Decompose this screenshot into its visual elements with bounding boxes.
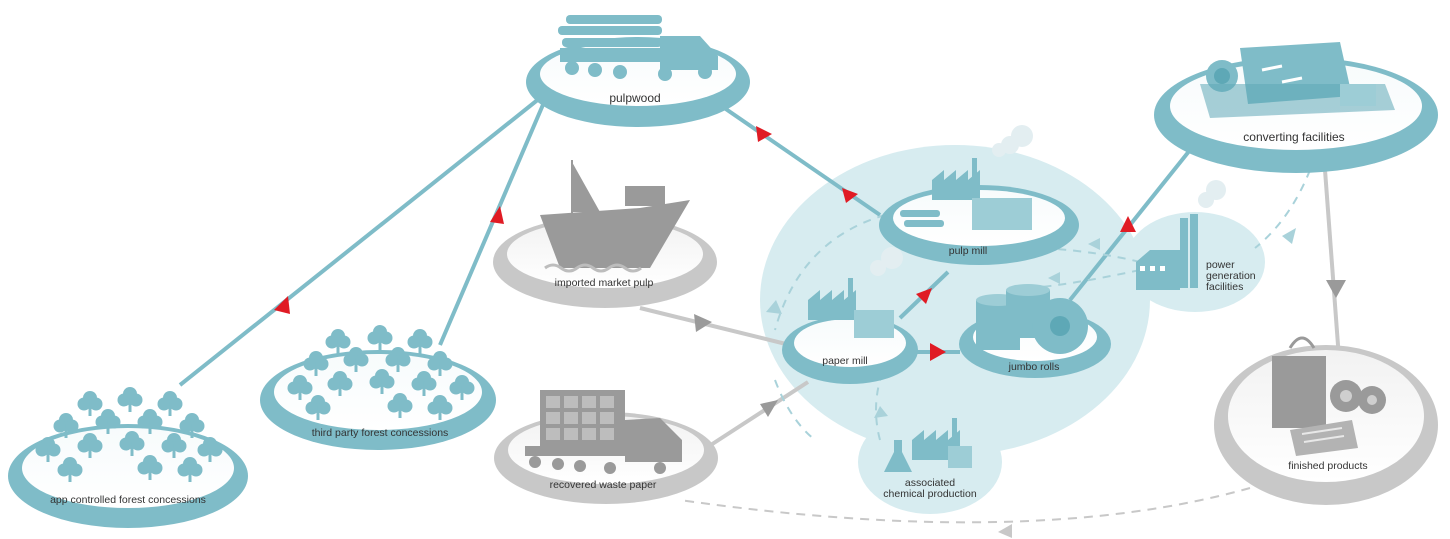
power-label-line-3: facilities bbox=[1206, 281, 1243, 293]
pulpwood-node[interactable]: pulpwood bbox=[526, 15, 750, 127]
app-forest-label: app controlled forest concessions bbox=[50, 494, 206, 506]
flow-third-party-to-pulpwood bbox=[438, 99, 547, 346]
jumbo-rolls-node[interactable]: jumbo rolls bbox=[959, 284, 1111, 378]
flow-imported-pulp-to-paper-mill bbox=[639, 306, 791, 347]
arrow-grey-imported bbox=[694, 314, 712, 332]
power-label-line-2: generation bbox=[1206, 270, 1256, 282]
finished-products-label: finished products bbox=[1288, 460, 1367, 472]
app-forest-node[interactable]: app controlled forest concessions bbox=[8, 387, 248, 528]
arrow-grey-waste bbox=[760, 400, 778, 417]
pulp-mill-label: pulp mill bbox=[949, 245, 988, 257]
converting-machine-icon bbox=[1200, 42, 1395, 118]
log-truck-icon bbox=[558, 15, 718, 81]
third-party-forest-label: third party forest concessions bbox=[312, 427, 449, 439]
finished-products-node[interactable]: finished products bbox=[1214, 336, 1438, 505]
flow-finished-to-waste-paper bbox=[679, 487, 1251, 524]
imported-market-pulp-node[interactable]: imported market pulp bbox=[493, 160, 717, 308]
arrow-grey-dashed bbox=[998, 524, 1012, 538]
jumbo-rolls-label: jumbo rolls bbox=[1008, 361, 1060, 373]
flow-arrows bbox=[274, 126, 1346, 538]
pulpwood-label: pulpwood bbox=[609, 91, 660, 105]
arrow-red-converting bbox=[1120, 216, 1136, 232]
paper-rolls-icon bbox=[976, 284, 1088, 354]
factory-icon bbox=[900, 125, 1033, 230]
power-generation-node[interactable]: power generation facilities bbox=[1136, 180, 1256, 293]
paper-mill-label: paper mill bbox=[822, 355, 868, 367]
imported-market-pulp-label: imported market pulp bbox=[555, 277, 654, 289]
flow-converting-to-finished bbox=[1323, 169, 1342, 373]
power-label-line-1: power bbox=[1206, 259, 1235, 271]
flow-waste-paper-to-paper-mill bbox=[698, 380, 810, 454]
arrow-red-paper-mill bbox=[916, 288, 932, 304]
arrow-red-pulpwood bbox=[756, 126, 772, 142]
arrow-red-jumbo bbox=[930, 343, 946, 361]
flow-lines bbox=[178, 96, 1342, 524]
third-party-forest-node[interactable]: third party forest concessions bbox=[260, 325, 496, 450]
cargo-ship-icon bbox=[540, 160, 690, 273]
chemical-label-line-1: associated bbox=[905, 477, 955, 489]
shopping-bag-icon bbox=[1272, 336, 1386, 456]
chemical-label-line-2: chemical production bbox=[883, 488, 977, 500]
converting-facilities-node[interactable]: converting facilities bbox=[1154, 42, 1438, 173]
power-plant-icon bbox=[1136, 180, 1226, 290]
flow-app-forest-to-pulpwood bbox=[178, 96, 542, 387]
recovered-waste-paper-node[interactable]: recovered waste paper bbox=[494, 390, 718, 504]
arrow-grey-finished bbox=[1326, 280, 1346, 298]
recovered-waste-paper-label: recovered waste paper bbox=[550, 479, 657, 491]
chemical-production-node[interactable]: associated chemical production bbox=[883, 418, 977, 500]
factory-icon bbox=[808, 247, 903, 338]
arrow-red-third-party bbox=[490, 206, 504, 224]
converting-facilities-label: converting facilities bbox=[1243, 130, 1344, 144]
chemical-flask-icon bbox=[884, 418, 972, 472]
pulp-mill-node[interactable]: pulp mill bbox=[879, 125, 1079, 265]
recycling-truck-icon bbox=[525, 390, 682, 474]
flow-pulpwood-to-pulp-mill bbox=[718, 103, 882, 217]
arrow-red-forest bbox=[274, 296, 290, 314]
paper-mill-node[interactable]: paper mill bbox=[782, 247, 918, 384]
arrow-red-pulp-mill bbox=[842, 188, 858, 203]
